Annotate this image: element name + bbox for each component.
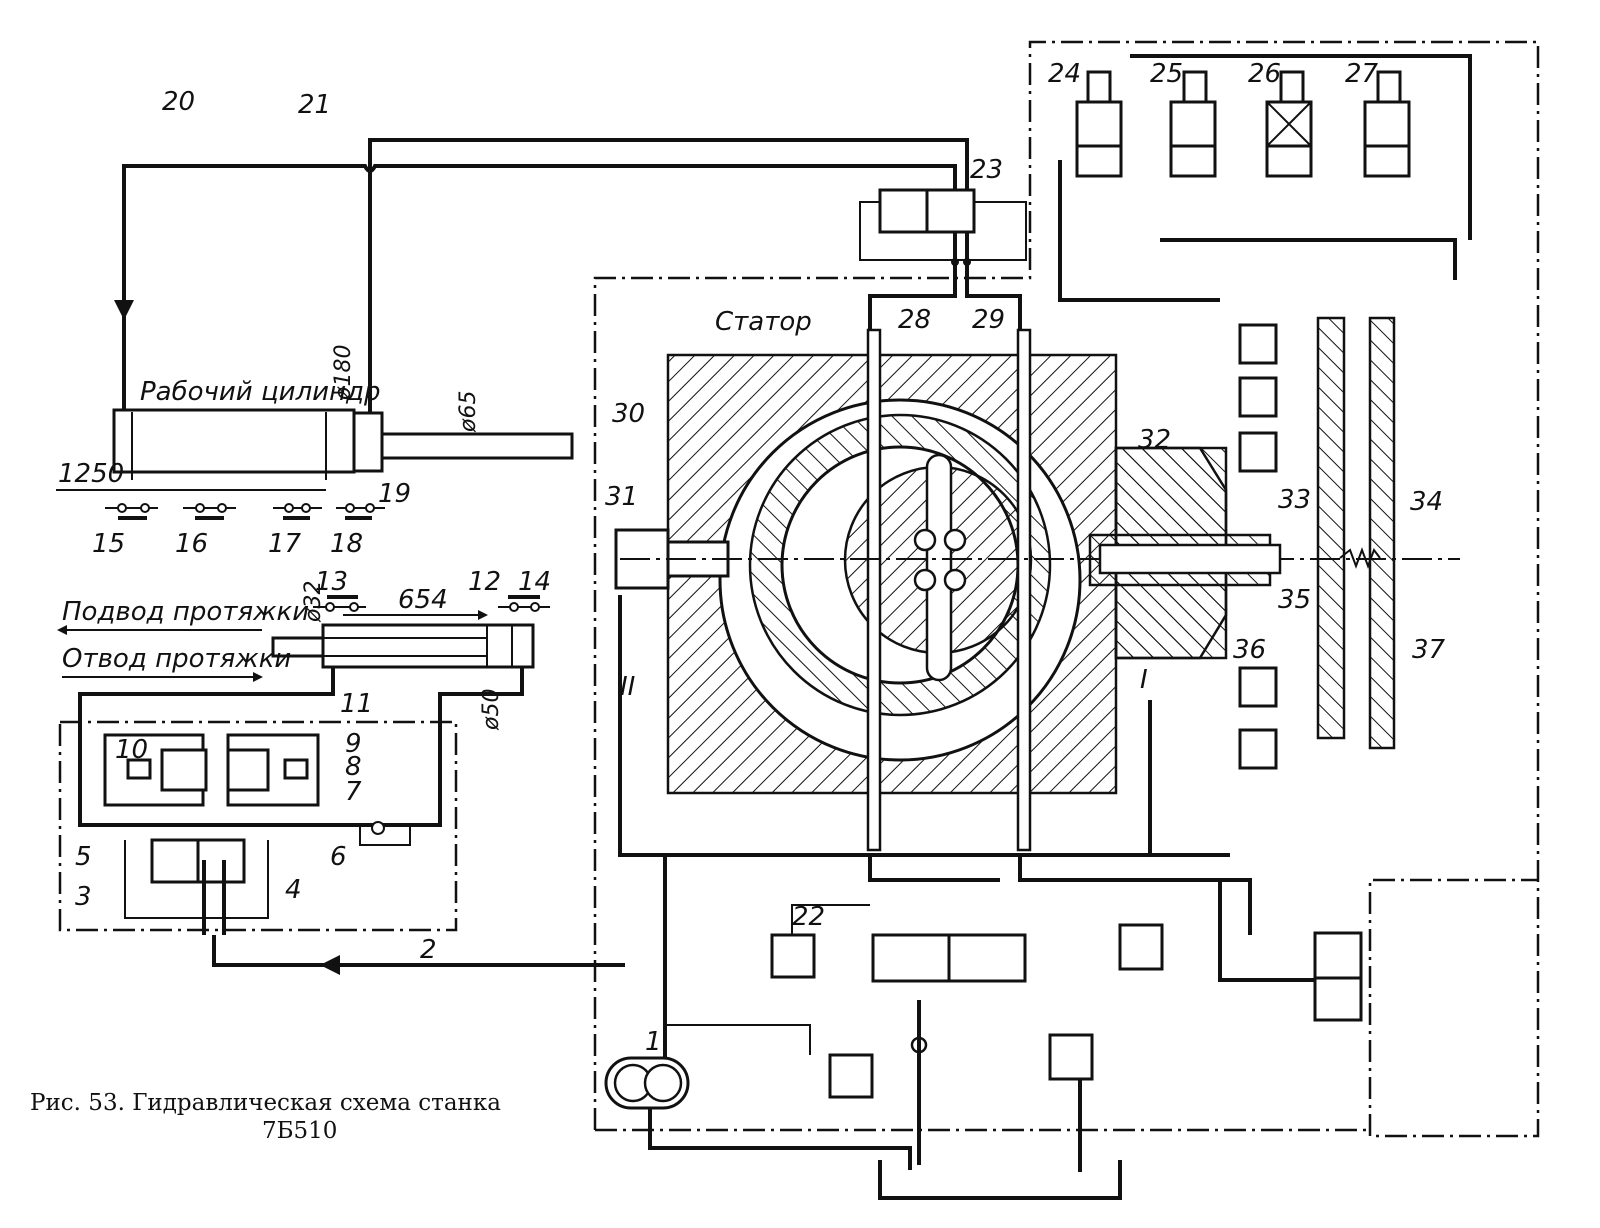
- num-3: 3: [75, 882, 92, 912]
- num-12: 12: [468, 567, 501, 597]
- num-8: 8: [345, 752, 362, 782]
- num-1: 1: [645, 1027, 662, 1057]
- num-31: 31: [605, 482, 638, 512]
- relief-valve-22: [770, 904, 870, 979]
- lower-manifold: [618, 595, 1252, 1095]
- num-24: 24: [1048, 59, 1081, 89]
- relief-valve-lower-left: [665, 1024, 874, 1099]
- num-16: 16: [175, 529, 208, 559]
- num-14: 14: [518, 567, 551, 597]
- num-30: 30: [612, 399, 645, 429]
- num-33: 33: [1278, 485, 1311, 515]
- num-6: 6: [330, 842, 347, 872]
- working-cylinder: [56, 408, 574, 491]
- dim-1250: 1250: [58, 459, 124, 489]
- num-29: 29: [972, 305, 1005, 335]
- solenoid-valves: [1058, 54, 1472, 302]
- num-10: 10: [115, 735, 148, 765]
- num-26: 26: [1248, 59, 1281, 89]
- relief-valve-right: [1118, 923, 1164, 971]
- rotary-mechanism: [614, 328, 1460, 852]
- num-32: 32: [1138, 425, 1171, 455]
- valve-25: [1169, 70, 1217, 178]
- check-valve: [910, 1000, 928, 1165]
- num-37: 37: [1412, 635, 1446, 665]
- num-17: 17: [268, 529, 302, 559]
- num-35: 35: [1278, 585, 1311, 615]
- valve-24: [1075, 70, 1123, 178]
- limit-switch-16: [183, 503, 236, 520]
- dim-654: 654: [398, 585, 448, 615]
- num-15: 15: [92, 529, 125, 559]
- label-stator: Статор: [715, 307, 812, 337]
- num-11: 11: [340, 689, 373, 719]
- figure-caption-line2: 7Б510: [262, 1118, 337, 1144]
- num-2: 2: [420, 935, 437, 965]
- lines-28-29: [868, 268, 1022, 330]
- label-roman-I: I: [1140, 665, 1148, 695]
- label-working-cylinder: Рабочий цилиндр: [140, 377, 381, 407]
- num-28: 28: [898, 305, 931, 335]
- control-panel: [80, 733, 430, 935]
- num-36: 36: [1233, 635, 1266, 665]
- figure-caption-line1: Рис. 53. Гидравлическая схема станка: [30, 1090, 501, 1116]
- label-retract: Отвод протяжки: [62, 644, 291, 674]
- num-23: 23: [970, 155, 1003, 185]
- dim-d50: ø50: [479, 689, 504, 731]
- num-22: 22: [792, 902, 825, 932]
- valve-26: [1265, 70, 1313, 178]
- num-18: 18: [330, 529, 363, 559]
- broach-cylinder-12: [271, 610, 535, 669]
- num-27: 27: [1345, 59, 1379, 89]
- num-19: 19: [378, 479, 411, 509]
- valve-23: [859, 188, 1027, 266]
- dim-d32: ø32: [301, 581, 326, 623]
- num-21: 21: [298, 90, 331, 120]
- num-34: 34: [1410, 487, 1443, 517]
- pressure-switch: [1218, 880, 1363, 1022]
- dim-d65: ø65: [456, 391, 481, 433]
- label-approach: Подвод протяжки: [62, 597, 309, 627]
- limit-switch-14: [498, 595, 550, 612]
- num-4: 4: [285, 875, 302, 905]
- line-2: [212, 935, 625, 975]
- limit-switch-13: [313, 595, 366, 612]
- dim-d180: ø180: [331, 345, 356, 401]
- num-9: 9: [345, 729, 362, 759]
- stop-block: [1238, 316, 1396, 770]
- num-7: 7: [345, 777, 362, 807]
- limit-switch-15: [105, 503, 158, 520]
- limit-switch-18: [336, 503, 385, 520]
- num-13: 13: [315, 567, 348, 597]
- directional-valve-center: [871, 933, 1027, 983]
- num-20: 20: [162, 87, 195, 117]
- pump-1: [604, 1056, 912, 1170]
- limit-switches-15-18: [105, 503, 385, 520]
- relief-valve-lower-right: [1048, 1033, 1094, 1081]
- label-roman-II: II: [620, 672, 635, 702]
- enclosure-main: [593, 40, 1540, 1138]
- valve-27: [1363, 70, 1411, 178]
- num-25: 25: [1150, 59, 1183, 89]
- tank: [878, 1080, 1122, 1200]
- num-5: 5: [75, 842, 92, 872]
- limit-switch-17: [273, 503, 322, 520]
- enclosure-control-panel: [58, 720, 458, 932]
